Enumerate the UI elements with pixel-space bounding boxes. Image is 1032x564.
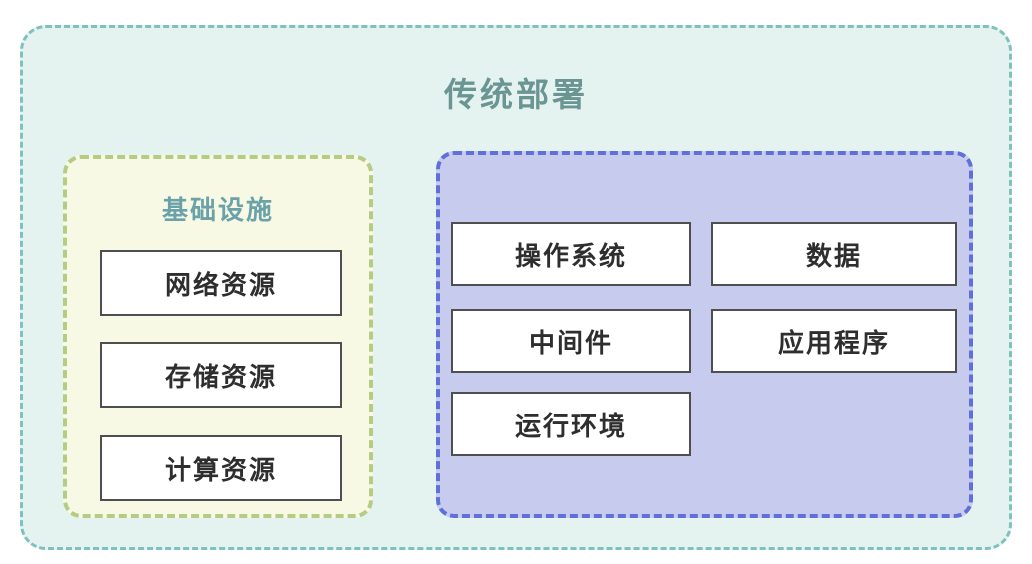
- node-compute-resources: 计算资源: [100, 435, 342, 501]
- traditional-deployment-container: 传统部署 基础设施 网络资源 存储资源 计算资源 操作系统 数据 中间件 应用程…: [20, 25, 1012, 550]
- node-data: 数据: [711, 222, 957, 286]
- node-application: 应用程序: [711, 309, 957, 373]
- diagram-title: 传统部署: [444, 76, 588, 113]
- node-middleware: 中间件: [451, 309, 691, 373]
- platform-panel: 操作系统 数据 中间件 应用程序 运行环境: [436, 151, 973, 518]
- node-network-resources: 网络资源: [100, 250, 342, 316]
- infrastructure-title: 基础设施: [161, 195, 274, 225]
- infrastructure-panel: 基础设施 网络资源 存储资源 计算资源: [63, 155, 373, 518]
- node-runtime-environment: 运行环境: [451, 392, 691, 456]
- node-operating-system: 操作系统: [451, 222, 691, 286]
- node-storage-resources: 存储资源: [100, 342, 342, 408]
